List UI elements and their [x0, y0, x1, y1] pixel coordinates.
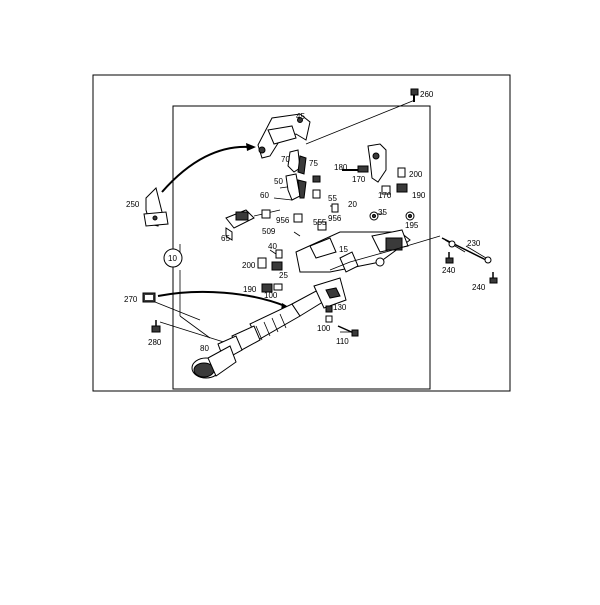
callout-65: 65 [221, 234, 230, 243]
callout-190-mid: 190 [243, 285, 257, 294]
callout-190-top: 190 [412, 191, 426, 200]
callout-270: 270 [124, 295, 138, 304]
callout-15: 15 [339, 245, 348, 254]
fitting-200-190 [381, 167, 408, 195]
callout-240-left: 240 [442, 266, 456, 275]
link-bracket-50 [285, 173, 307, 201]
bolt-260 [410, 88, 419, 102]
callout-circle-10 [163, 248, 183, 268]
arrow-to-shaft [157, 290, 286, 307]
callout-55: 55 [328, 194, 337, 203]
steering-gear-housing [295, 229, 441, 273]
callout-170-right: 170 [378, 191, 392, 200]
callout-956-left: 956 [276, 216, 290, 225]
inner-frame [172, 105, 431, 390]
sensor-65-509 [225, 209, 281, 241]
fittings-40-200-25 [257, 249, 283, 293]
arrow-to-bracket [161, 145, 251, 193]
right-bracket-part [342, 143, 387, 183]
bolts-240 [445, 252, 498, 284]
callout-60: 60 [260, 191, 269, 200]
left-bracket-250 [143, 187, 169, 227]
bolts-130-110 [325, 305, 359, 337]
callout-70: 70 [281, 155, 290, 164]
callout-50: 50 [274, 177, 283, 186]
callout-40: 40 [268, 242, 277, 251]
nuts-55-20 [312, 175, 339, 213]
callout-170-left: 170 [352, 175, 366, 184]
upper-bracket-part [257, 113, 311, 159]
clip-270 [142, 292, 156, 303]
callout-200-mid: 200 [242, 261, 256, 270]
bellows-and-column [191, 277, 347, 379]
outer-frame [92, 74, 511, 392]
callout-110: 110 [336, 337, 349, 346]
bolt-280 [151, 320, 161, 333]
callout-75: 75 [309, 159, 318, 168]
callout-35: 35 [378, 208, 387, 217]
callout-250: 250 [126, 200, 140, 209]
tie-rod-230 [441, 237, 492, 264]
callout-200-top: 200 [409, 170, 423, 179]
callout-280: 280 [148, 338, 162, 347]
callout-555: 555 [313, 218, 327, 227]
callout-130: 130 [333, 303, 347, 312]
callout-180: 180 [334, 163, 348, 172]
callout-195: 195 [405, 221, 419, 230]
spacers-956 [261, 209, 327, 231]
callout-260: 260 [420, 90, 434, 99]
callout-25: 25 [279, 271, 288, 280]
callout-100-top: 100 [264, 291, 278, 300]
callout-100-bottom: 100 [317, 324, 331, 333]
callout-20: 20 [348, 200, 357, 209]
callout-956-right: 956 [328, 214, 342, 223]
link-bracket-70 [287, 149, 307, 175]
callout-80: 80 [200, 344, 209, 353]
callout-240-right: 240 [472, 283, 486, 292]
callout-45: 45 [296, 112, 305, 121]
callout-230: 230 [467, 239, 481, 248]
arrow-head-top [246, 143, 256, 151]
callout-509: 509 [262, 227, 276, 236]
callout-10: 10 [168, 254, 177, 263]
rings-35-195 [369, 211, 415, 221]
